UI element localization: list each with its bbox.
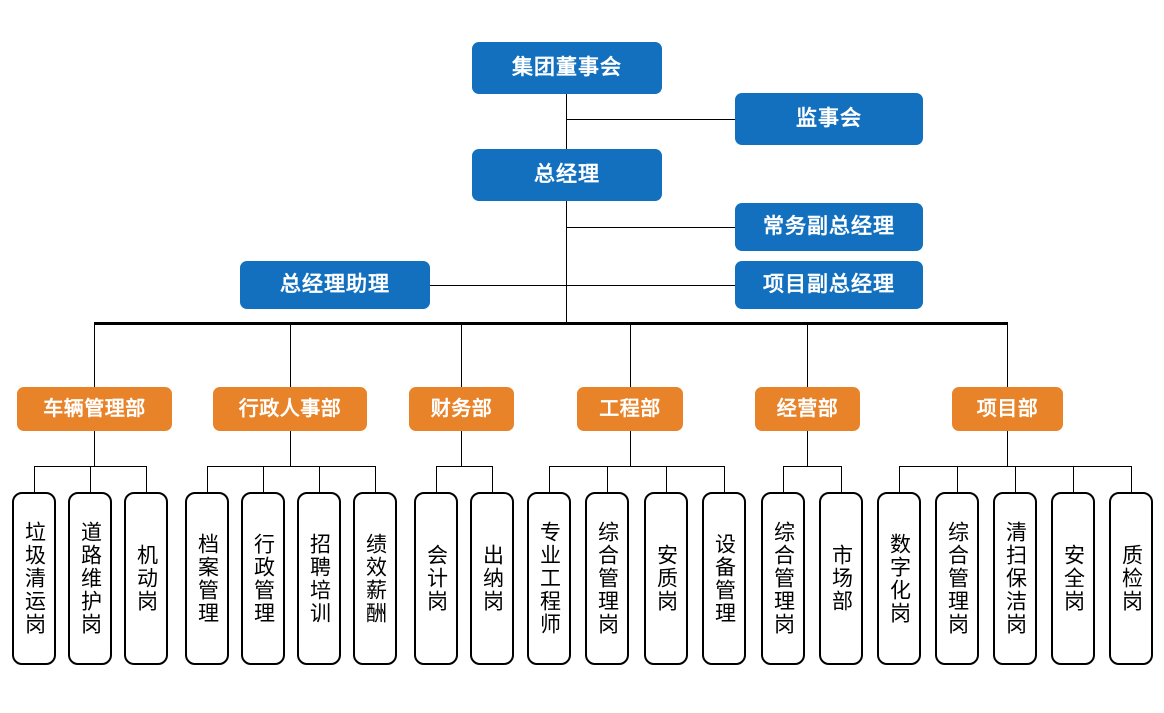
node-gm[interactable]: 总经理 [472,149,662,201]
connector-operation-market [841,466,842,492]
node-position-pro-eng[interactable]: 专业工程师 [527,492,571,665]
node-dept-engineer[interactable]: 工程部 [577,387,683,431]
node-project-vp[interactable]: 项目副总经理 [735,261,923,309]
position-label: 综合管理岗 [945,521,970,636]
connector-finance-accountant [436,466,437,492]
node-position-road[interactable]: 道路维护岗 [68,492,112,665]
connector-bus-to-operation [807,322,808,387]
position-label: 质检岗 [1119,544,1144,613]
connector-gm-to-supervisory [566,119,735,120]
node-position-safety[interactable]: 安全岗 [1051,492,1095,665]
connector-bus-to-project [1007,322,1008,387]
node-dept-operation[interactable]: 经营部 [755,387,860,431]
position-label: 综合管理岗 [595,521,620,636]
node-exec-vp[interactable]: 常务副总经理 [735,203,923,251]
connector-adminhr-admin [263,466,264,492]
node-position-digital[interactable]: 数字化岗 [877,492,921,665]
position-label: 清扫保洁岗 [1003,521,1028,636]
node-position-safety-quality[interactable]: 安质岗 [644,492,688,665]
connector-engineer-stem [630,431,631,466]
connector-project-qc [1131,466,1132,492]
sub-bus-operation [783,466,841,467]
node-position-qc[interactable]: 质检岗 [1109,492,1153,665]
node-position-recruit[interactable]: 招聘培训 [297,492,341,665]
connector-project-digital [899,466,900,492]
connector-operation-stem [807,431,808,466]
position-label: 绩效薪酬 [363,532,388,625]
connector-board-to-gm [566,94,567,149]
connector-adminhr-recruit [319,466,320,492]
connector-operation-gm [783,466,784,492]
node-dept-admin-hr[interactable]: 行政人事部 [213,387,367,431]
connector-bus-to-admin-hr [290,322,291,387]
position-label: 设备管理 [712,532,737,625]
node-position-op-gm[interactable]: 综合管理岗 [761,492,805,665]
position-label: 行政管理 [251,532,276,625]
node-position-admin[interactable]: 行政管理 [241,492,285,665]
position-label: 道路维护岗 [78,521,103,636]
connector-vehicle-road [90,466,91,492]
sub-bus-finance [436,466,492,467]
connector-gm-assistant-to-trunk [430,285,566,286]
connector-project-cleaning [1015,466,1016,492]
node-position-accountant[interactable]: 会计岗 [414,492,458,665]
connector-engineer-pro-eng [549,466,550,492]
position-label: 出纳岗 [480,544,505,613]
node-position-cashier[interactable]: 出纳岗 [470,492,514,665]
position-label: 市场部 [829,544,854,613]
connector-gm-to-exec-vp [566,227,735,228]
position-label: 数字化岗 [887,532,912,625]
node-position-proj-gm[interactable]: 综合管理岗 [935,492,979,665]
connector-project-safety [1073,466,1074,492]
connector-gm-to-project-vp [566,285,735,286]
node-dept-vehicle[interactable]: 车辆管理部 [17,387,172,431]
node-dept-finance[interactable]: 财务部 [409,387,514,431]
node-position-waste[interactable]: 垃圾清运岗 [12,492,56,665]
position-label: 安质岗 [654,544,679,613]
connector-engineer-gm [607,466,608,492]
connector-project-stem [1007,431,1008,466]
position-label: 安全岗 [1061,544,1086,613]
position-label: 垃圾清运岗 [22,521,47,636]
connector-adminhr-stem [290,431,291,466]
position-label: 会计岗 [424,544,449,613]
node-gm-assistant[interactable]: 总经理助理 [240,261,430,309]
connector-gm-to-bus [566,201,567,323]
position-label: 档案管理 [195,532,220,625]
connector-vehicle-stem [94,431,95,466]
node-board[interactable]: 集团董事会 [472,42,662,94]
connector-vehicle-misc [146,466,147,492]
connector-engineer-equipment [724,466,725,492]
position-label: 机动岗 [134,544,159,613]
connector-finance-cashier [492,466,493,492]
position-label: 招聘培训 [307,532,332,625]
node-position-equipment[interactable]: 设备管理 [702,492,746,665]
department-bus [94,322,1008,325]
connector-vehicle-waste [34,466,35,492]
node-position-eng-gm[interactable]: 综合管理岗 [585,492,629,665]
node-position-archive[interactable]: 档案管理 [185,492,229,665]
node-position-market[interactable]: 市场部 [819,492,863,665]
connector-bus-to-vehicle [94,322,95,387]
connector-bus-to-engineer [630,322,631,387]
position-label: 专业工程师 [537,521,562,636]
node-position-perf[interactable]: 绩效薪酬 [353,492,397,665]
sub-bus-engineer [549,466,724,467]
node-position-vehicle-misc[interactable]: 机动岗 [124,492,168,665]
connector-project-gm [957,466,958,492]
connector-engineer-safety-q [666,466,667,492]
node-supervisory[interactable]: 监事会 [735,93,923,145]
sub-bus-adminhr [207,466,375,467]
connector-adminhr-archive [207,466,208,492]
node-position-cleaning[interactable]: 清扫保洁岗 [993,492,1037,665]
connector-adminhr-perf [375,466,376,492]
node-dept-project[interactable]: 项目部 [952,387,1063,431]
position-label: 综合管理岗 [771,521,796,636]
connector-bus-to-finance [461,322,462,387]
connector-finance-stem [461,431,462,466]
